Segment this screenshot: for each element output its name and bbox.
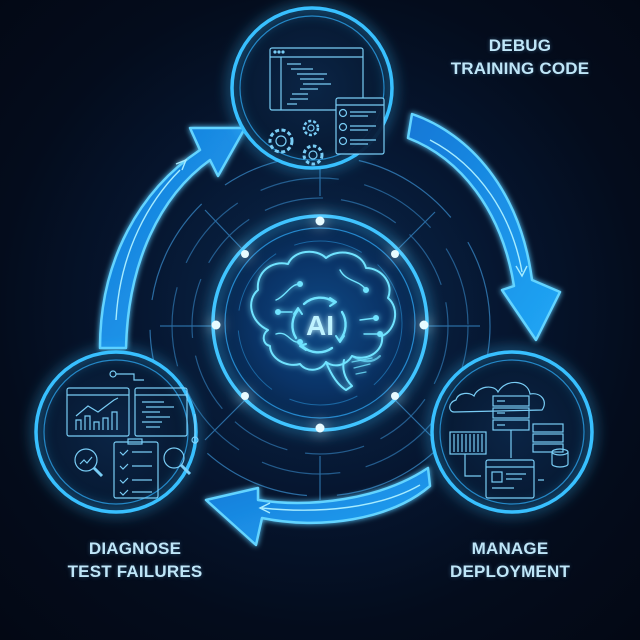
arrow-debug-to-deploy (406, 112, 562, 342)
cloud-servers-icon (449, 381, 569, 499)
center-label: AI (306, 310, 334, 341)
label-line-1: DIAGNOSE (88, 539, 182, 558)
label-debug-training-code: DEBUG TRAINING CODE (420, 34, 620, 80)
label-line-2: DEPLOYMENT (449, 562, 571, 581)
code-window-gears-icon (268, 47, 385, 166)
node-manage-deployment (430, 350, 594, 514)
node-debug-training-code (230, 6, 394, 170)
arrow-deploy-to-diagnose (204, 466, 432, 547)
node-diagnose-test-failures (34, 350, 199, 514)
brain-circuit-icon (250, 250, 397, 391)
label-manage-deployment: MANAGE DEPLOYMENT (410, 537, 610, 583)
charts-checklist-magnifier-icon (66, 370, 199, 499)
label-line-2: TRAINING CODE (450, 59, 590, 78)
label-line-1: DEBUG (488, 36, 552, 55)
label-diagnose-test-failures: DIAGNOSE TEST FAILURES (40, 537, 230, 583)
label-line-2: TEST FAILURES (67, 562, 203, 581)
label-line-1: MANAGE (471, 539, 549, 558)
